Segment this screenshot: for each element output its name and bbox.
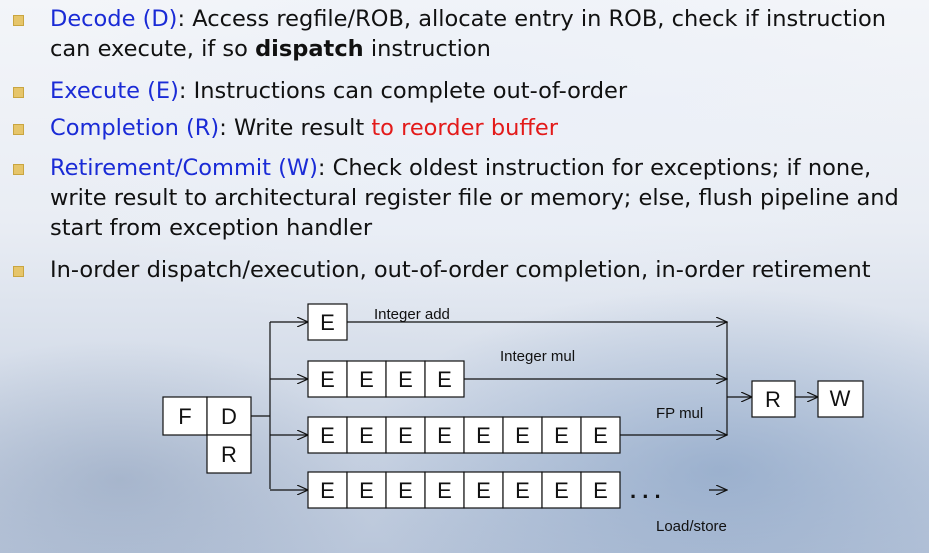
execute-stage-label: E [515, 478, 530, 503]
execute-stage-box [463, 471, 504, 509]
bullet-red-text: to reorder buffer [371, 115, 558, 141]
bullet-summary: In-order dispatch/execution, out-of-orde… [13, 255, 920, 285]
execute-stage-label: E [398, 478, 413, 503]
pipe-label-fp-mul: FP mul [656, 405, 703, 422]
ellipsis-label: . . . [630, 478, 661, 503]
execute-stage-box [307, 303, 348, 341]
execute-stage-label: E [593, 478, 608, 503]
bullet-body: Access regfile/ROB, allocate entry in RO… [50, 6, 887, 62]
execute-stage-label: E [320, 478, 335, 503]
execute-stage-label: E [437, 367, 452, 392]
bullet-head: Execute (E) [50, 78, 179, 104]
execute-stage-label: E [398, 423, 413, 448]
execute-stage-label: E [554, 423, 569, 448]
execute-stage-box [424, 360, 465, 398]
bullet-completion: Completion (R): Write result to reorder … [13, 113, 920, 143]
bullet-marker [13, 266, 24, 277]
writeback-stage-box [817, 380, 864, 418]
execute-stage-box [502, 416, 543, 454]
execute-stage-box [307, 416, 348, 454]
execute-stage-label: E [398, 367, 413, 392]
execute-stage-label: E [437, 478, 452, 503]
execute-stage-label: E [476, 423, 491, 448]
writeback-stage-label: W [830, 386, 851, 411]
complete-stage-box [751, 380, 796, 418]
decode-stage-label: D [221, 404, 237, 429]
execute-stage-label: E [593, 423, 608, 448]
execute-stage-label: E [320, 310, 335, 335]
execute-stage-box [502, 471, 543, 509]
bullet-execute: Execute (E): Instructions can complete o… [13, 76, 920, 106]
bullet-marker [13, 124, 24, 135]
execute-stage-box [580, 471, 621, 509]
rename-stage-label: R [221, 442, 237, 467]
bullet-body: Check oldest instruction for exceptions;… [50, 155, 899, 241]
execute-stage-label: E [320, 423, 335, 448]
execute-stage-box [385, 416, 426, 454]
bullet-head: Retirement/Commit (W) [50, 155, 318, 181]
bullet-head: Decode (D) [50, 6, 178, 32]
bullet-marker [13, 164, 24, 175]
bullet-marker [13, 87, 24, 98]
fetch-stage-label: F [178, 404, 191, 429]
pipe-label-integer-add: Integer add [374, 306, 450, 323]
execute-stage-box [385, 471, 426, 509]
execute-stage-box [307, 360, 348, 398]
execute-stage-box [307, 471, 348, 509]
execute-stage-box [463, 416, 504, 454]
bullet-bold-term: dispatch [255, 36, 364, 62]
execute-stage-label: E [320, 367, 335, 392]
bullet-body: Write result [233, 115, 372, 141]
bullet-summary-text: In-order dispatch/execution, out-of-orde… [50, 257, 871, 283]
execute-stage-box [424, 471, 465, 509]
bullet-decode: Decode (D): Access regfile/ROB, allocate… [13, 4, 920, 64]
rename-stage-box [206, 434, 252, 474]
execute-stage-label: E [359, 478, 374, 503]
execute-stage-box [346, 360, 387, 398]
complete-stage-label: R [765, 387, 781, 412]
bullet-marker [13, 15, 24, 26]
bullet-body: Instructions can complete out-of-order [193, 78, 628, 104]
execute-stage-label: E [359, 423, 374, 448]
execute-stage-label: E [437, 423, 452, 448]
execute-stage-label: E [359, 367, 374, 392]
execute-stage-label: E [554, 478, 569, 503]
pipe-label-integer-mul: Integer mul [500, 348, 575, 365]
execute-stage-label: E [476, 478, 491, 503]
execute-stage-box [424, 416, 465, 454]
pipe-label-load-store: Load/store [656, 518, 727, 535]
execute-stage-label: E [515, 423, 530, 448]
bullet-retirement: Retirement/Commit (W): Check oldest inst… [13, 153, 920, 243]
bullet-head: Completion (R) [50, 115, 220, 141]
execute-stage-box [385, 360, 426, 398]
